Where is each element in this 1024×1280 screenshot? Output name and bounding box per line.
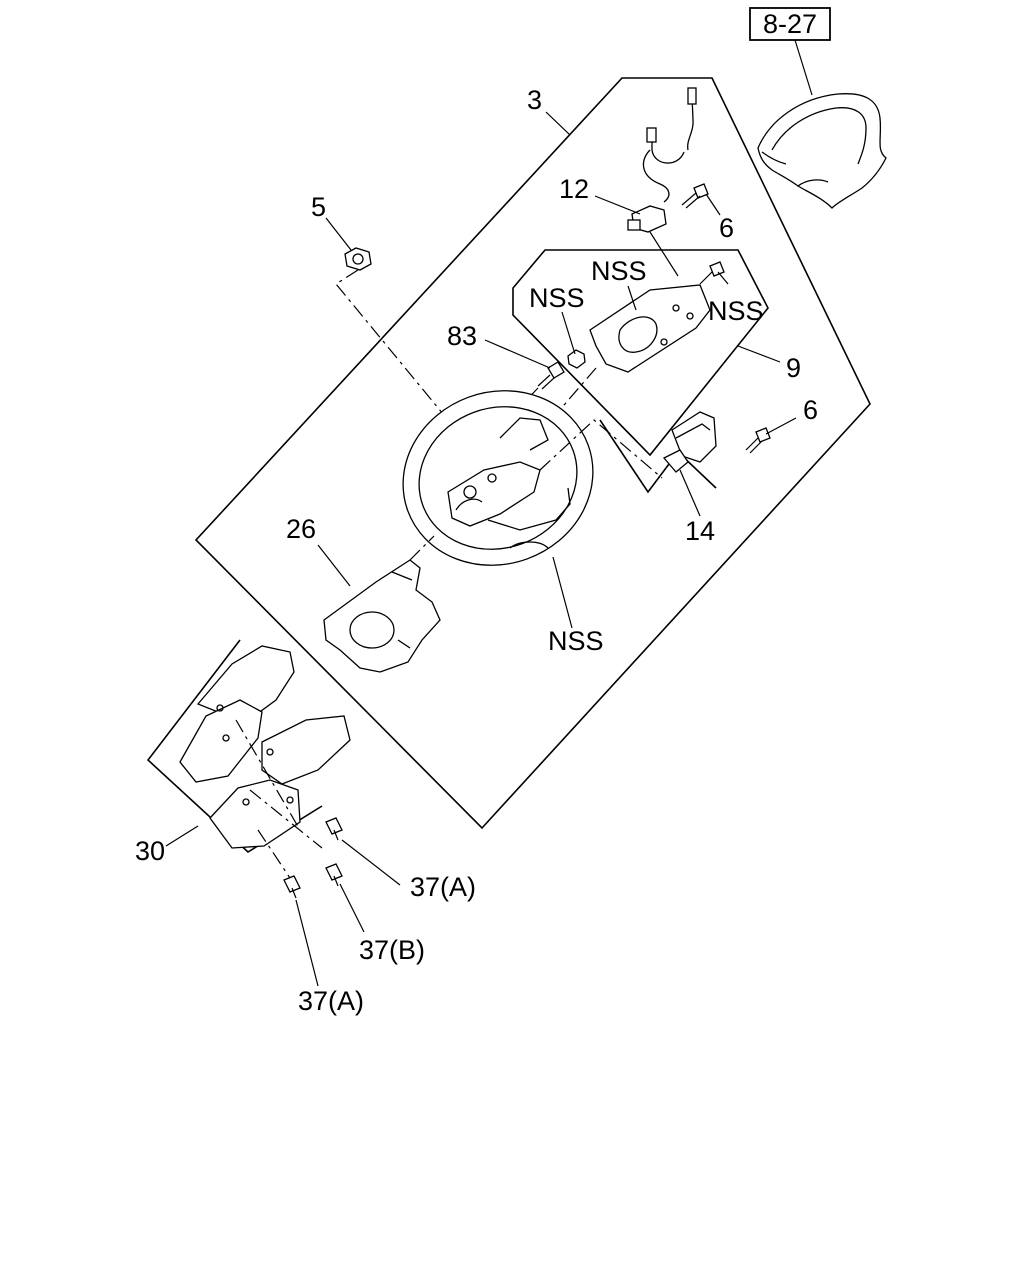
reference-label: 8-27: [763, 9, 817, 39]
bracket-part: [589, 284, 711, 373]
callout-bracket-assy[interactable]: 9: [786, 353, 801, 383]
callout-connector[interactable]: 12: [559, 174, 589, 204]
callout-screw-a2[interactable]: 37(A): [298, 986, 364, 1016]
callout-nss-right[interactable]: NSS: [708, 296, 764, 326]
nut-part: [344, 247, 372, 271]
screw-b-part: [325, 863, 343, 887]
column-cover-part: [179, 645, 351, 849]
switch-outline: [599, 419, 717, 494]
connector-part: [627, 87, 697, 233]
bracket-outline: [512, 249, 769, 457]
screw-a2-part: [283, 875, 301, 899]
screw-top-part: [681, 183, 709, 209]
reference-box[interactable]: 8-27: [749, 7, 831, 41]
screw-nss-right-part: [699, 261, 725, 285]
callout-screw-b[interactable]: 37(B): [359, 935, 425, 965]
callout-nss-left[interactable]: NSS: [529, 283, 585, 313]
callout-column-cover[interactable]: 30: [135, 836, 165, 866]
cover-part: [323, 559, 441, 673]
steering-wheel-part: [402, 390, 594, 566]
callout-nut[interactable]: 5: [311, 192, 326, 222]
screw-right-part: [745, 427, 771, 454]
assembly-outline: [194, 77, 871, 830]
screw-a1-part: [325, 817, 343, 841]
bolt-part: [537, 361, 565, 390]
switch-part: [662, 411, 717, 473]
callout-screw-a1[interactable]: 37(A): [410, 872, 476, 902]
callout-cover[interactable]: 26: [286, 514, 316, 544]
callout-screw-right[interactable]: 6: [803, 395, 818, 425]
callout-screw-top[interactable]: 6: [719, 213, 734, 243]
callout-switch[interactable]: 14: [685, 516, 715, 546]
callout-horn-pad[interactable]: 3: [527, 85, 542, 115]
nut-nss-left-part: [567, 349, 586, 369]
horn-pad-part: [757, 93, 887, 209]
callout-nss-bracket[interactable]: NSS: [591, 256, 647, 286]
callout-bolt[interactable]: 83: [447, 321, 477, 351]
callout-nss-wheel[interactable]: NSS: [548, 626, 604, 656]
